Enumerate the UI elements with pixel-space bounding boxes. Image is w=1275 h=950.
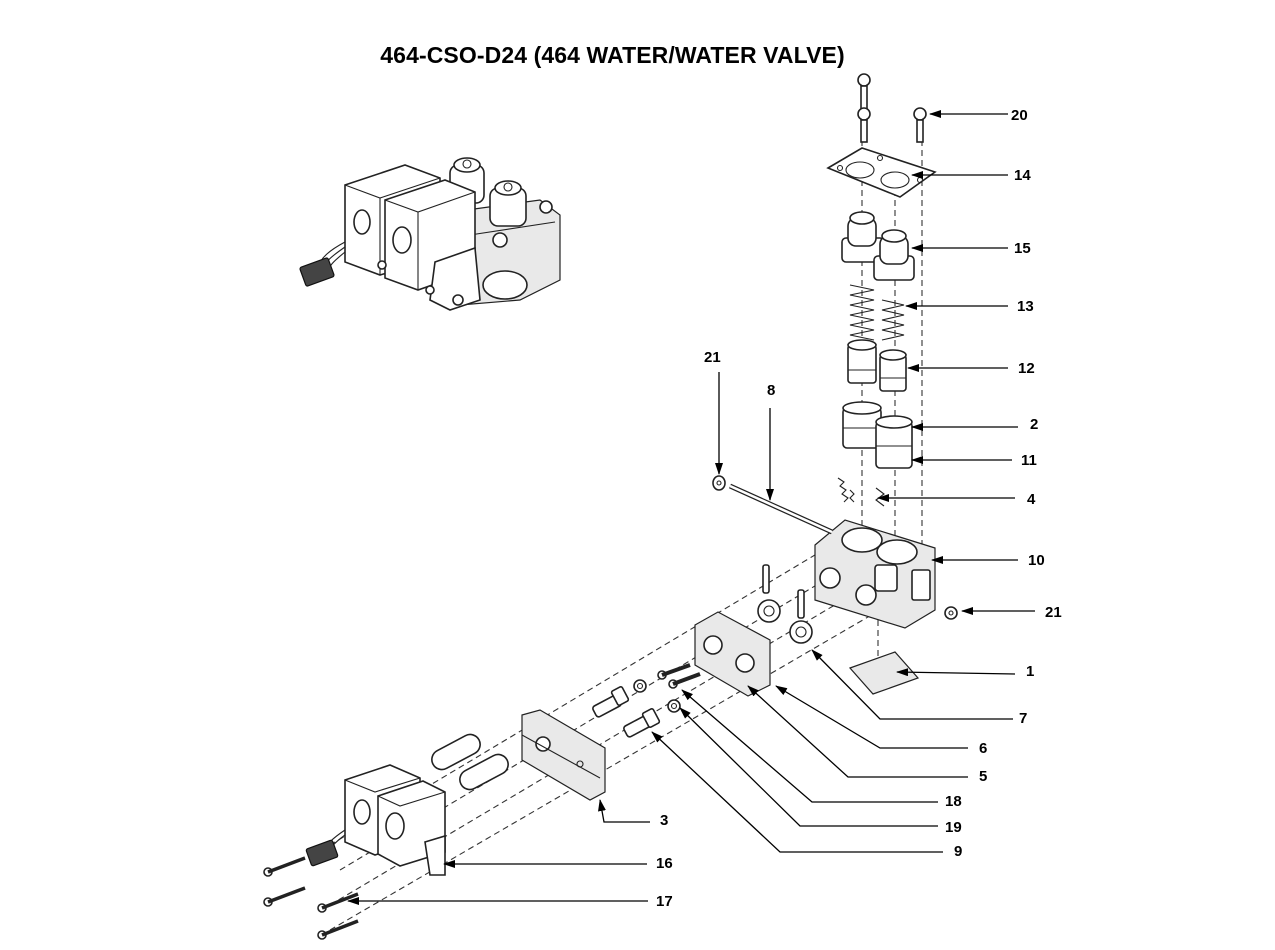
sleeve-part-12: [847, 339, 907, 392]
washer-part-19: [633, 679, 681, 713]
callout-label-2: 2: [1030, 416, 1038, 433]
callout-label-12: 12: [1018, 360, 1035, 377]
assembled-valve-illustration: [299, 157, 561, 311]
plunger-tube-part-3: [431, 733, 509, 791]
lever-part-7: [757, 564, 813, 644]
callout-label-11: 11: [1021, 452, 1037, 469]
callout-4: 4: [877, 491, 1036, 508]
callout-1: 1: [896, 663, 1034, 680]
callout-21b: 21: [961, 604, 1062, 621]
callout-label-8: 8: [767, 382, 775, 399]
callout-9: 9: [651, 731, 962, 860]
clip-part-4: [837, 477, 885, 507]
coil-assembly-part-16: [305, 764, 446, 876]
callout-label-20: 20: [1011, 107, 1028, 124]
spring-part-13: [849, 284, 905, 341]
callout-label-16: 16: [656, 855, 673, 872]
callout-label-6: 6: [979, 740, 987, 757]
callout-label-18: 18: [945, 793, 962, 810]
callout-2: 2: [911, 416, 1038, 433]
adapter-plate-part-6: [694, 611, 771, 697]
callout-11: 11: [911, 452, 1037, 469]
callout-label-3: 3: [660, 812, 668, 829]
callout-5: 5: [747, 685, 987, 785]
housing-part-3: [521, 709, 606, 801]
callout-label-19: 19: [945, 819, 962, 836]
callout-label-4: 4: [1027, 491, 1036, 508]
diagram-title: 464-CSO-D24 (464 WATER/WATER VALVE): [380, 42, 845, 68]
callout-label-9: 9: [954, 843, 962, 860]
screw-part-20: [857, 73, 927, 143]
callout-10: 10: [931, 552, 1045, 569]
callout-label-7: 7: [1019, 710, 1027, 727]
callout-3: 3: [598, 799, 668, 829]
screw-part-18: [657, 663, 701, 689]
callout-12: 12: [907, 360, 1035, 377]
fitting-part-9: [592, 686, 661, 738]
washer-part-21b: [944, 606, 958, 620]
valve-cap-part-15: [841, 211, 915, 281]
callout-18: 18: [681, 689, 962, 810]
callout-6: 6: [775, 685, 987, 757]
label-part-1: [848, 651, 920, 695]
callout-label-14: 14: [1014, 167, 1031, 184]
callout-20: 20: [929, 107, 1028, 124]
callout-21a: 21: [704, 349, 723, 475]
rod-part-8: [728, 483, 834, 535]
callout-19: 19: [679, 707, 962, 836]
callout-17: 17: [347, 893, 673, 910]
washer-part-21a: [712, 475, 726, 491]
screw-part-17: [263, 856, 359, 940]
callout-label-21b: 21: [1045, 604, 1062, 621]
callout-14: 14: [911, 167, 1031, 184]
callout-label-13: 13: [1017, 298, 1034, 315]
callout-label-21a: 21: [704, 349, 721, 366]
callout-label-17: 17: [656, 893, 673, 910]
callout-15: 15: [911, 240, 1031, 257]
callout-label-1: 1: [1026, 663, 1034, 680]
callout-13: 13: [905, 298, 1034, 315]
piston-part-2: [842, 401, 913, 469]
callout-7: 7: [811, 649, 1027, 727]
callout-8: 8: [766, 382, 775, 501]
valve-body-part-10: [814, 519, 936, 629]
cover-plate-part-14: [826, 147, 937, 198]
callout-label-5: 5: [979, 768, 987, 785]
callout-label-15: 15: [1014, 240, 1031, 257]
callout-label-10: 10: [1028, 552, 1045, 569]
callout-16: 16: [443, 855, 673, 872]
